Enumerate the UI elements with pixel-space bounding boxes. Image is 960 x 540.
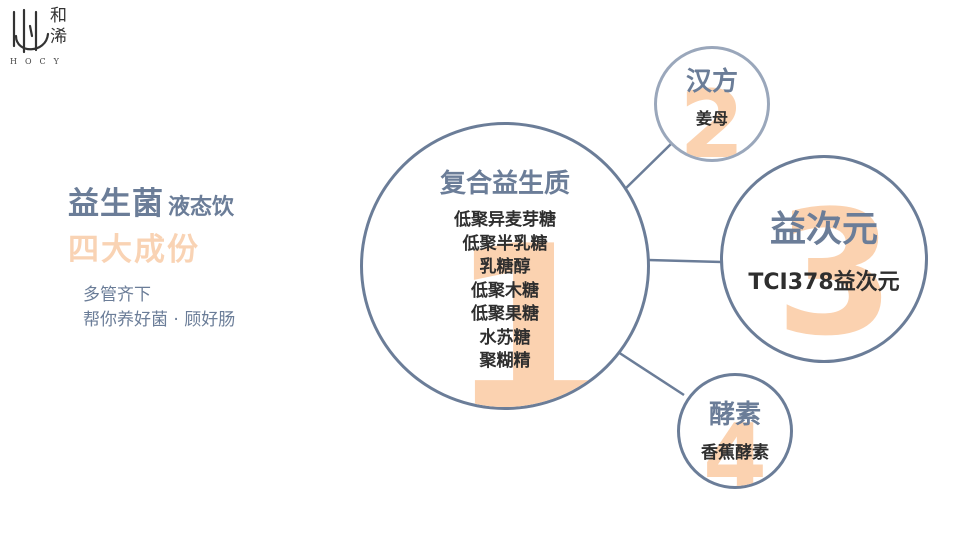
component-number-4: 4: [702, 404, 767, 489]
component-item: 聚糊精: [479, 351, 531, 371]
component-circle-2: 2 汉方 姜母: [654, 46, 770, 162]
heading-sub: 液态饮: [168, 195, 235, 220]
slogan: 多管齐下 帮你养好菌 · 顾好肠: [83, 283, 235, 333]
component-circle-3: 3 益次元 TCI378益次元: [720, 155, 928, 363]
slogan-line-2: 帮你养好菌 · 顾好肠: [83, 310, 236, 330]
component-item: 低聚木糖: [471, 280, 539, 301]
connector-c1-c2: [621, 141, 674, 193]
logo-char-1: 和: [50, 6, 67, 26]
connector-c1-c4: [617, 350, 685, 397]
heading-line1: 益生菌液态饮: [68, 178, 234, 223]
component-circle-1: 1 复合益生质 低聚异麦芽糖 低聚半乳糖 乳糖醇 低聚木糖 低聚果糖 水苏糖 聚…: [360, 122, 650, 410]
heading-line2: 四大成份: [68, 232, 200, 268]
slogan-line-1: 多管齐下: [83, 285, 151, 305]
component-item: 低聚异麦芽糖: [454, 210, 556, 230]
component-number-2: 2: [679, 71, 745, 162]
component-number-1: 1: [447, 198, 609, 410]
component-items-1: 低聚异麦芽糖 低聚半乳糖 乳糖醇 低聚木糖 低聚果糖 水苏糖 聚糊精: [363, 209, 647, 374]
logo-mark-icon: [12, 8, 50, 54]
logo-char-2: 浠: [50, 27, 67, 47]
component-item: 低聚果糖: [471, 304, 539, 324]
component-title-2: 汉方: [685, 67, 738, 97]
component-item: 水苏糖: [479, 327, 531, 348]
component-number-3: 3: [775, 173, 895, 363]
component-title-1: 复合益生质: [439, 169, 570, 199]
logo-english: HOCY: [10, 57, 67, 66]
component-item: 低聚半乳糖: [462, 233, 548, 254]
logo-chinese: 和 浠: [50, 6, 70, 48]
component-item-2: 姜母: [695, 109, 728, 128]
component-item-4: 香蕉酵素: [701, 443, 769, 463]
component-title-4: 酵素: [708, 400, 761, 430]
component-item-3: TCI378益次元: [748, 270, 900, 295]
component-item: 乳糖醇: [479, 257, 531, 277]
connector-c1-c3: [647, 258, 723, 264]
heading-main: 益生菌: [68, 186, 164, 222]
component-title-3: 益次元: [769, 209, 878, 250]
component-circle-4: 4 酵素 香蕉酵素: [677, 373, 793, 489]
